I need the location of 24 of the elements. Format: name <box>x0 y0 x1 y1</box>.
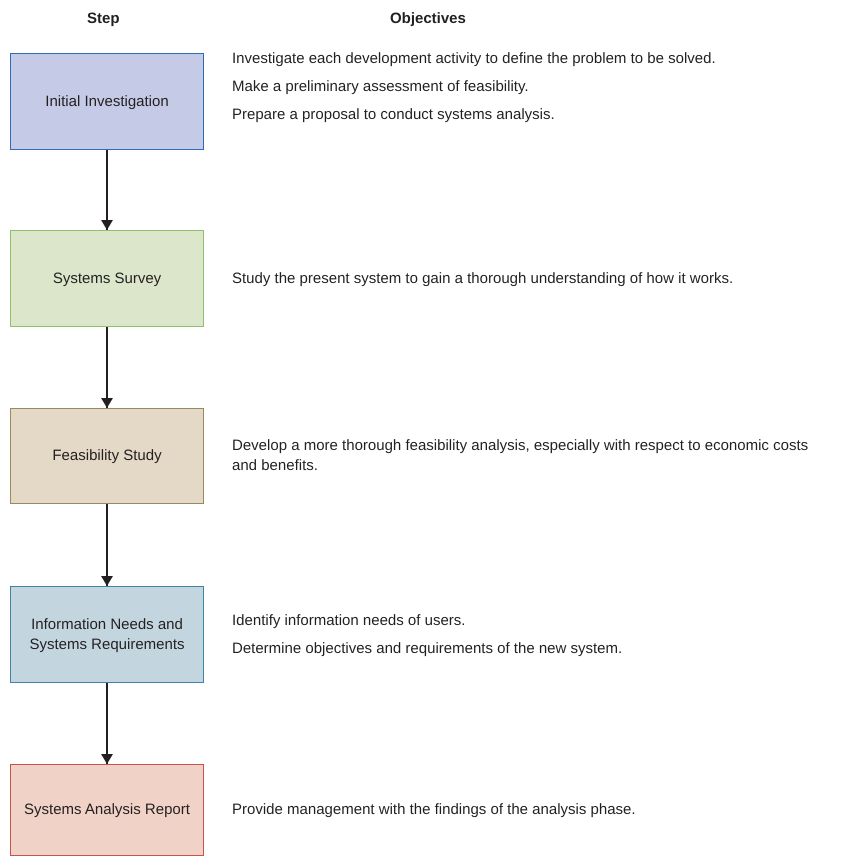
step-name: Feasibility Study <box>52 446 162 466</box>
arrow <box>101 150 113 230</box>
column-header: Step <box>87 9 120 29</box>
column-header: Objectives <box>390 9 466 29</box>
objective-text: Prepare a proposal to conduct systems analysis. <box>232 105 556 125</box>
objective-text: Provide management with the findings of the analysis phase. <box>232 800 637 820</box>
objective-text: Investigate each development activity to define the problem to be solved. <box>232 49 717 69</box>
objective-text: Study the present system to gain a thorough understanding of how it works. <box>232 268 734 288</box>
step-box <box>10 230 204 327</box>
objective-text: Make a preliminary assessment of feasibility. <box>232 77 530 97</box>
step-name: Information Needs and Systems Requirements <box>28 614 186 654</box>
arrow <box>101 327 113 408</box>
step-name: Initial Investigation <box>45 92 169 112</box>
objective-text: Determine objectives and requirements of the new system. <box>232 638 624 658</box>
step-box <box>10 53 204 150</box>
objective-text: Identify information needs of users. <box>232 610 466 630</box>
step-box <box>10 764 204 856</box>
step-name: Systems Survey <box>52 268 162 288</box>
arrow <box>101 683 113 764</box>
objective-text: Develop a more thorough feasibility analysis, especially with respect to economic costs and benefits. <box>232 436 810 476</box>
step-box <box>10 408 204 504</box>
step-name: Systems Analysis Report <box>24 800 190 820</box>
arrow <box>101 504 113 586</box>
step-box <box>10 586 204 683</box>
